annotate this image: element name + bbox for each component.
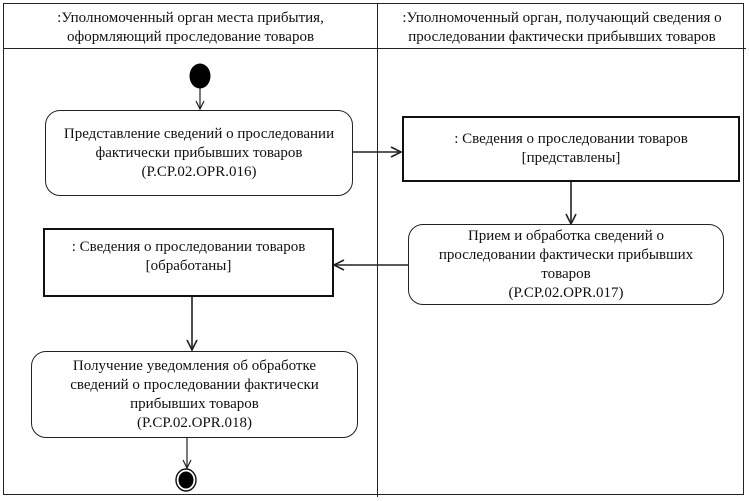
object-text: : Сведения о проследовании товаров [обра… <box>71 238 306 274</box>
action-submit-info: Представление сведений о проследовании ф… <box>45 110 353 196</box>
swimlane-divider <box>377 3 378 497</box>
arrow-object1-to-action2 <box>565 182 577 226</box>
arrow-action3-to-final <box>182 438 192 470</box>
swimlane-title-text: :Уполномоченный орган места прибытия, оф… <box>57 10 324 45</box>
final-node <box>175 468 197 492</box>
header-divider <box>3 48 746 49</box>
object-info-processed: : Сведения о проследовании товаров [обра… <box>43 228 334 297</box>
arrow-action1-to-object1 <box>353 146 403 158</box>
swimlane-title-arrival-authority: :Уполномоченный орган места прибытия, оф… <box>4 8 377 48</box>
arrow-start-to-action1 <box>195 88 205 111</box>
action-receive-process: Прием и обработка сведений о проследован… <box>408 224 724 305</box>
swimlane-title-text: :Уполномоченный орган, получающий сведен… <box>402 10 722 45</box>
object-info-submitted: : Сведения о проследовании товаров [пред… <box>402 116 740 182</box>
arrow-object2-to-action3 <box>186 297 198 352</box>
action-receive-notification: Получение уведомления об обработке сведе… <box>31 351 358 438</box>
object-text: : Сведения о проследовании товаров [пред… <box>454 131 688 166</box>
arrow-action2-to-object2 <box>332 259 408 271</box>
diagram-frame <box>3 3 744 495</box>
action-text: Представление сведений о проследовании ф… <box>63 125 335 180</box>
action-text: Получение уведомления об обработке сведе… <box>70 357 319 431</box>
initial-node <box>189 63 211 89</box>
action-text: Прием и обработка сведений о проследован… <box>438 227 694 301</box>
swimlane-title-receiving-authority: :Уполномоченный орган, получающий сведен… <box>378 8 746 48</box>
